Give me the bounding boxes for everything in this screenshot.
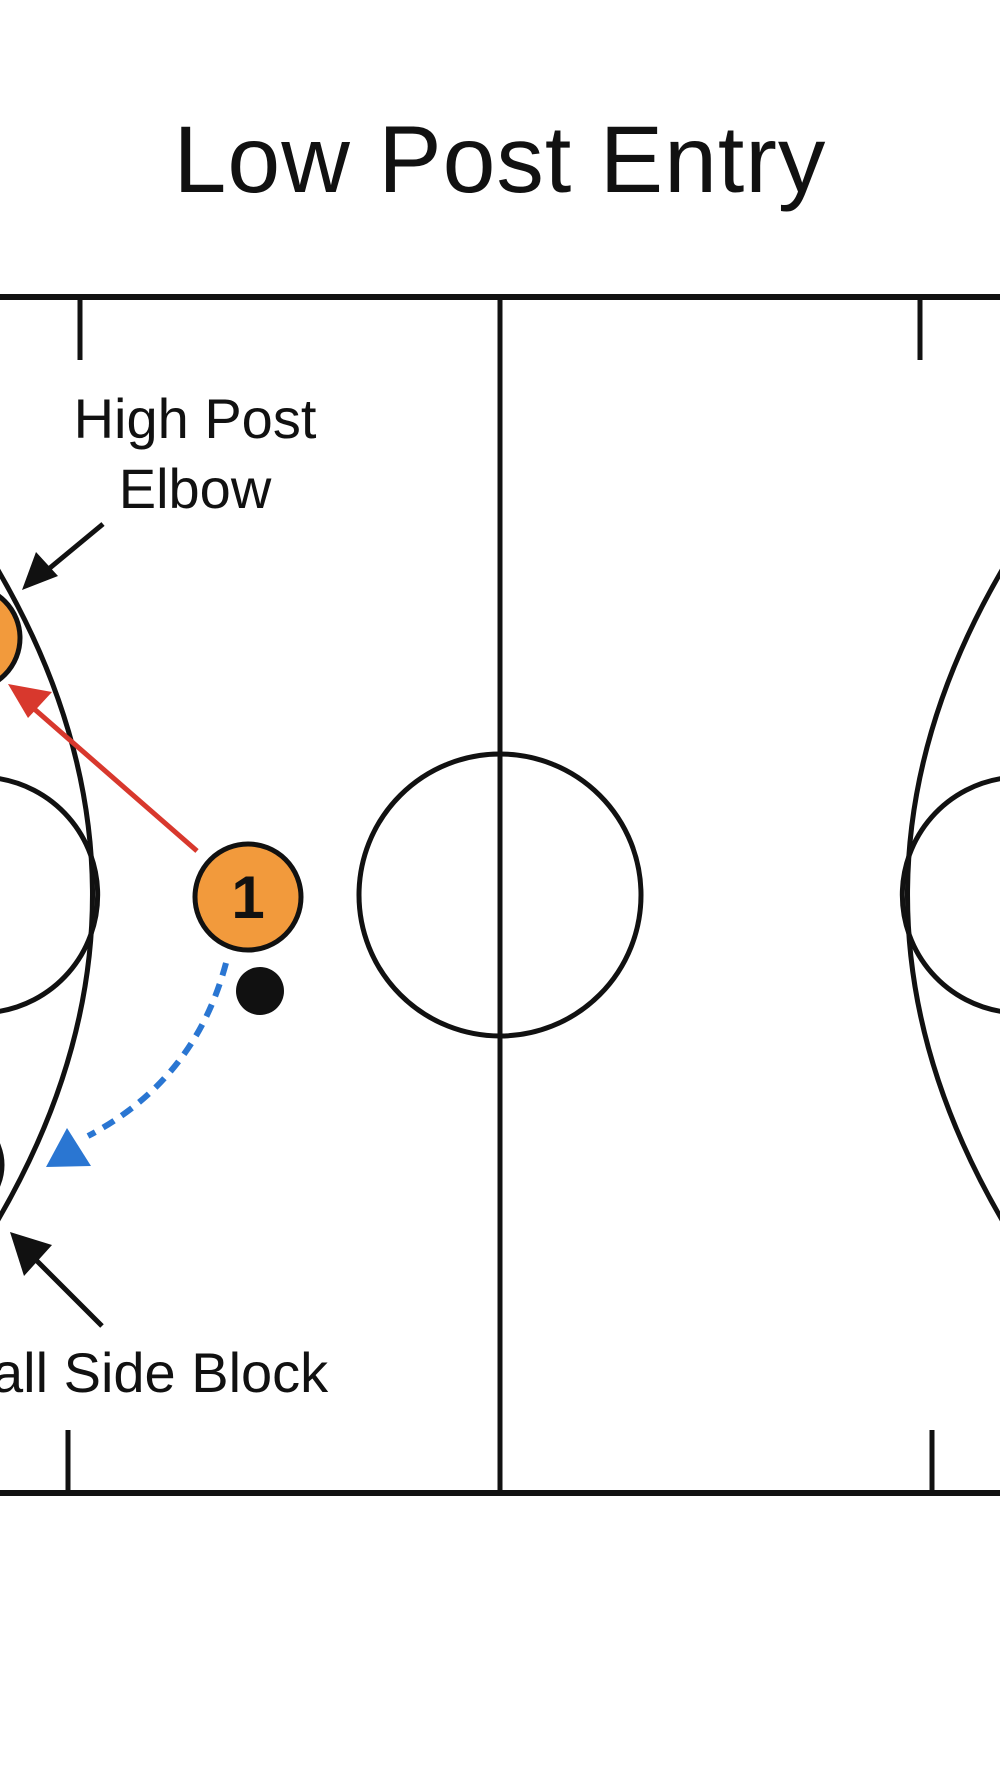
ball	[236, 967, 284, 1015]
block-pointer-arrow	[10, 1232, 104, 1328]
pass-arrow	[8, 684, 199, 853]
block-label: all Side Block	[0, 1341, 329, 1404]
dribble-arrow	[46, 962, 229, 1167]
player-low-block	[0, 1143, 5, 1187]
right-free-throw-circle	[899, 776, 1000, 1014]
page-title: Low Post Entry	[173, 107, 827, 213]
right-three-point-arc	[905, 568, 1000, 1222]
high-post-label-line2: Elbow	[119, 457, 272, 520]
left-free-throw-circle	[0, 776, 101, 1014]
high-post-pointer-arrow	[22, 522, 105, 590]
player-one-number: 1	[231, 864, 264, 931]
center-circle	[356, 751, 644, 1039]
player-high-post	[0, 593, 23, 683]
player-one: 1	[192, 841, 304, 953]
left-three-point-arc	[0, 568, 95, 1222]
high-post-label-line1: High Post	[74, 387, 317, 450]
